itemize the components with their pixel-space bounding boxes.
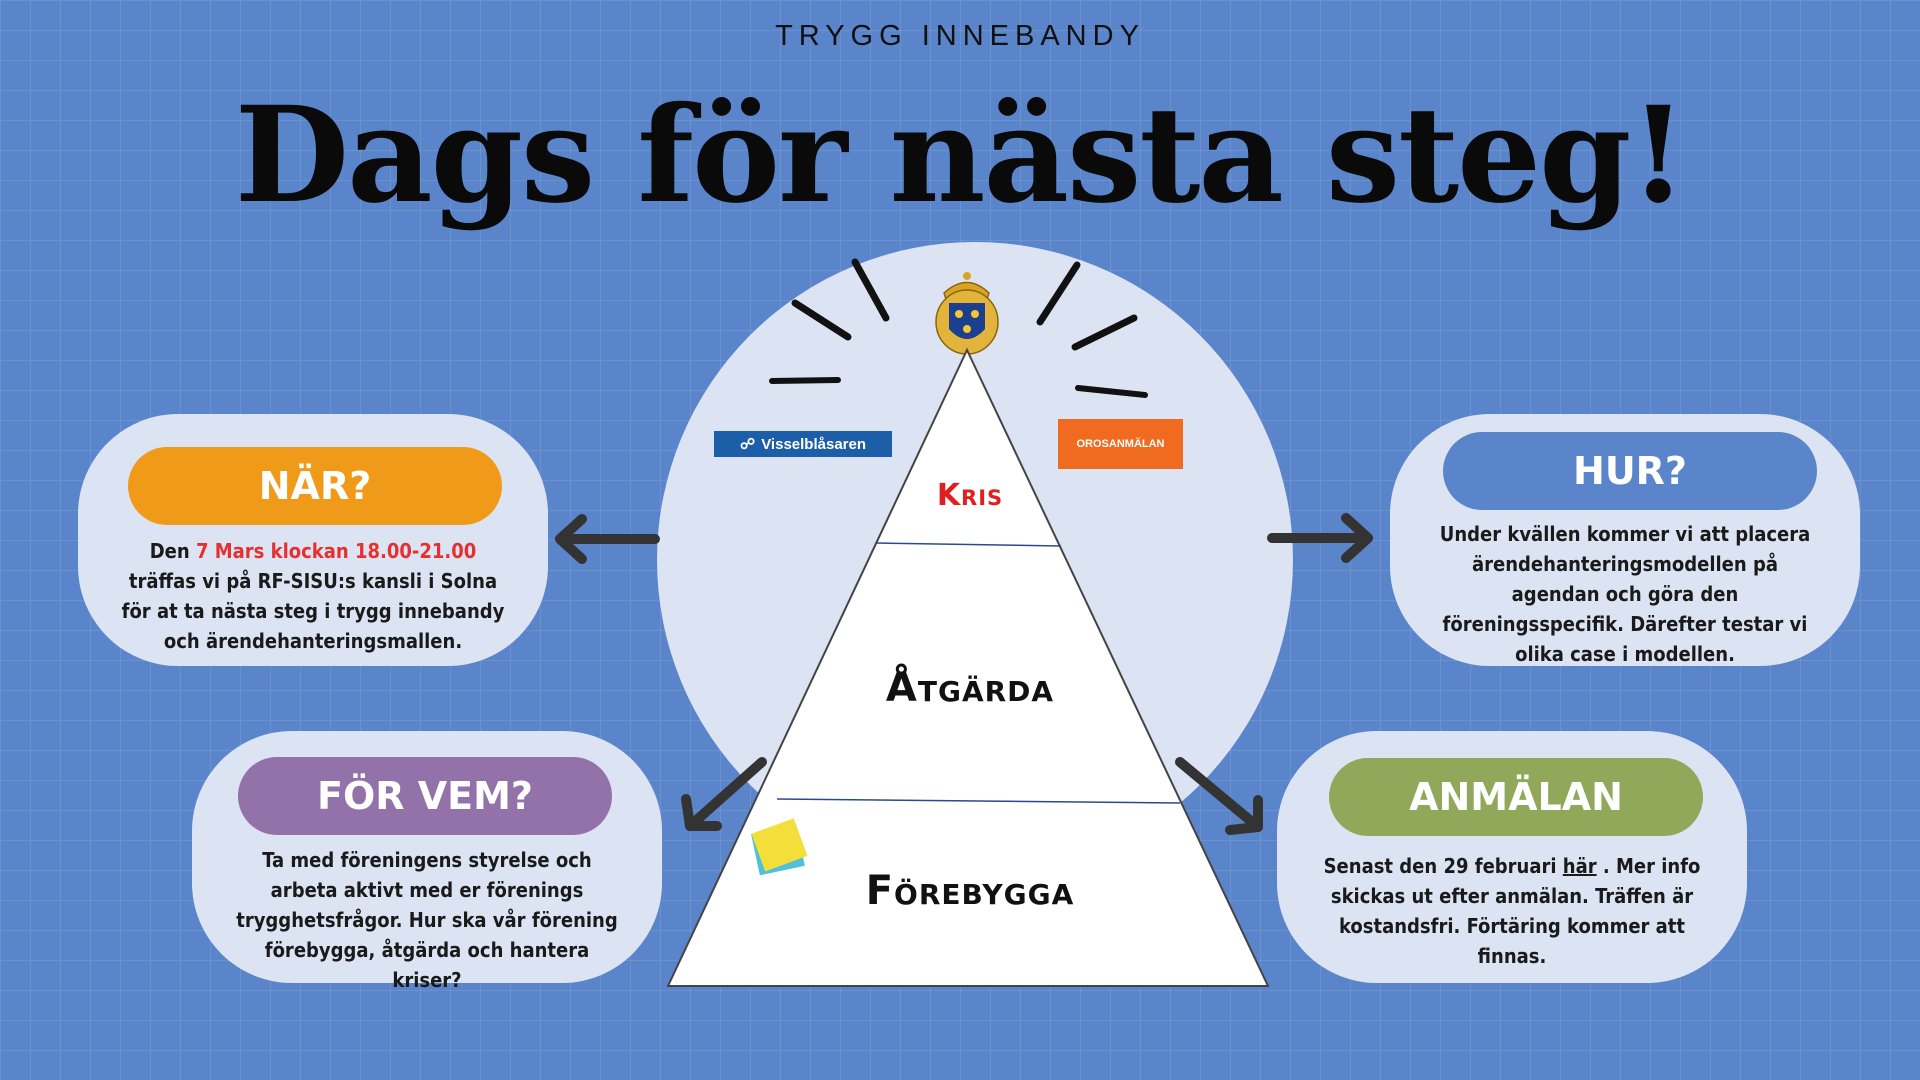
orosanmalan-logo: OROSANMÄLAN (1058, 419, 1183, 469)
text-nar: Den 7 Mars klockan 18.00-21.00 träffas v… (121, 539, 505, 653)
card-anmalan: ANMÄLAN Senast den 29 februari här . Mer… (1277, 731, 1747, 983)
level-forebygga: Förebygga (865, 868, 1075, 914)
level-kris: Kris (936, 478, 1004, 513)
card-nar: NÄR? Den 7 Mars klockan 18.00-21.00 träf… (78, 414, 548, 666)
arrow-left-icon (555, 514, 660, 564)
burst-lines-icon (769, 258, 1148, 398)
page-title: Dags för nästa steg! (234, 78, 1688, 233)
card-for-vem: FÖR VEM? Ta med föreningens styrelse och… (192, 731, 662, 992)
arrow-down-left-icon (681, 757, 767, 831)
level-atgarda: Åtgärda (885, 665, 1055, 711)
card-hur: HUR? Under kvällen kommer vi att placera… (1390, 414, 1860, 666)
pill-hur: HUR? (1443, 432, 1817, 510)
supertitle: TRYGG INNEBANDY (775, 20, 1145, 52)
text-for-vem: Ta med föreningens styrelse och arbeta a… (236, 848, 618, 992)
pill-nar: NÄR? (128, 447, 502, 525)
pill-anmalan: ANMÄLAN (1329, 758, 1703, 836)
arrows (555, 513, 1373, 835)
arrow-down-right-icon (1175, 757, 1263, 835)
text-anmalan: Senast den 29 februari här . Mer info sk… (1323, 854, 1701, 968)
date-highlight: 7 Mars klockan 18.00-21.00 (195, 539, 477, 563)
whistle-icon: ☍ (740, 436, 756, 453)
arrow-right-icon (1267, 513, 1373, 563)
text-hur: Under kvällen kommer vi att placera ären… (1439, 522, 1811, 666)
pyramid (666, 347, 1270, 987)
visselblasaren-logo: ☍ Visselblåsaren (714, 431, 892, 457)
swedish-police-crest-icon (935, 272, 999, 355)
pill-for-vem: FÖR VEM? (238, 757, 612, 835)
registration-link[interactable]: här (1562, 854, 1597, 878)
sticky-note-icon (751, 818, 808, 876)
